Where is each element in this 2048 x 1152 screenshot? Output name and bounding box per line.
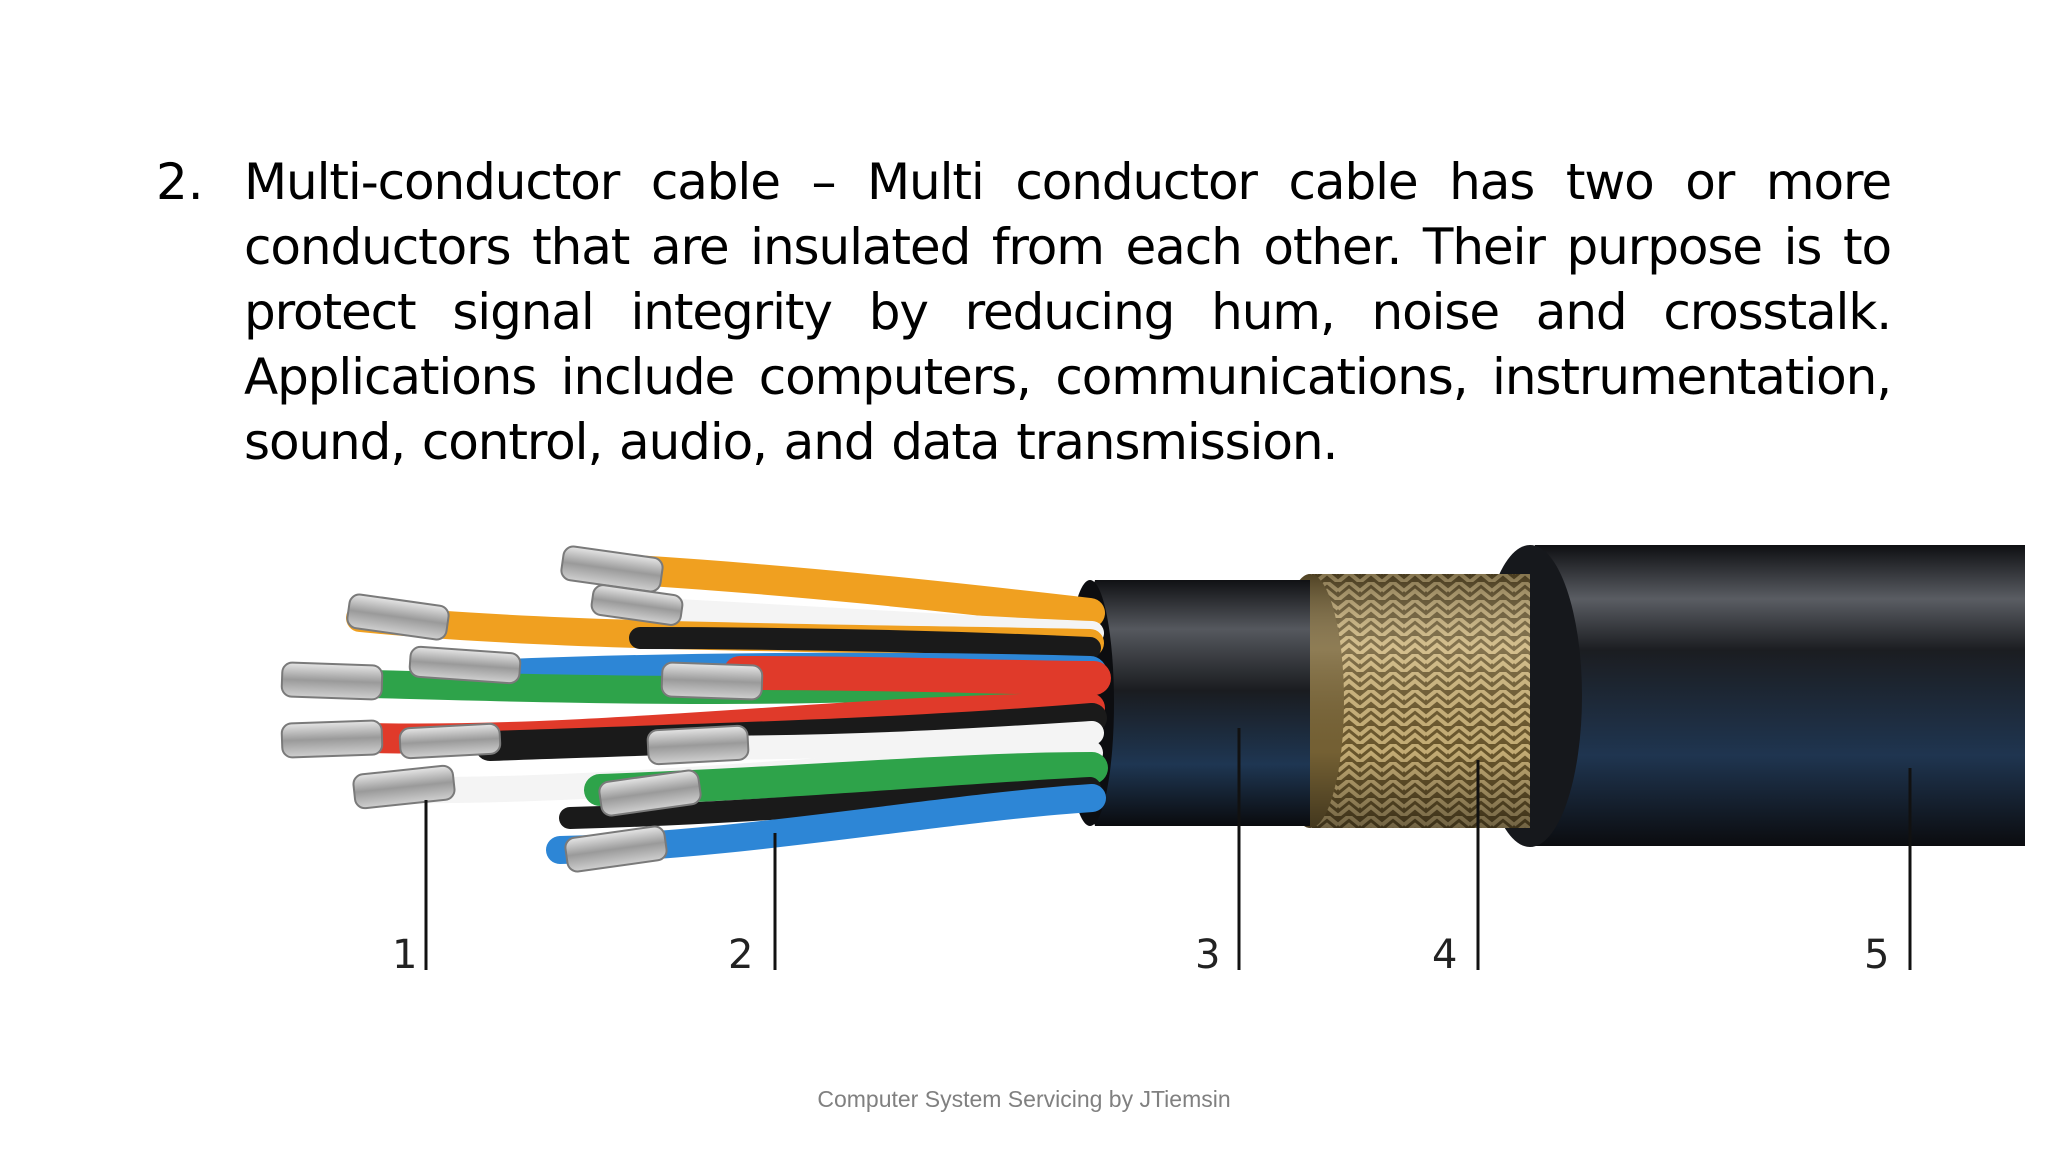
callout-label-1: 1 bbox=[392, 932, 417, 978]
callout-label-2: 2 bbox=[728, 932, 753, 978]
callout-label-5: 5 bbox=[1864, 932, 1889, 978]
paragraph-text: Multi-conductor cable – Multi conductor … bbox=[244, 153, 1892, 471]
multi-conductor-cable-illustration: 1 2 3 4 5 bbox=[260, 528, 2048, 1010]
slide-footer: Computer System Servicing by JTiemsin bbox=[817, 1086, 1231, 1112]
callout-lines bbox=[424, 728, 1912, 970]
callout-label-4: 4 bbox=[1432, 932, 1457, 978]
outer-jacket bbox=[1478, 545, 2025, 847]
callout-label-3: 3 bbox=[1195, 932, 1220, 978]
list-number: 2. bbox=[156, 153, 204, 211]
numbered-list-item: 2. Multi-conductor cable – Multi conduct… bbox=[156, 150, 1892, 475]
conductor-strand-tips bbox=[280, 545, 764, 873]
shield-braid bbox=[1276, 574, 1530, 828]
